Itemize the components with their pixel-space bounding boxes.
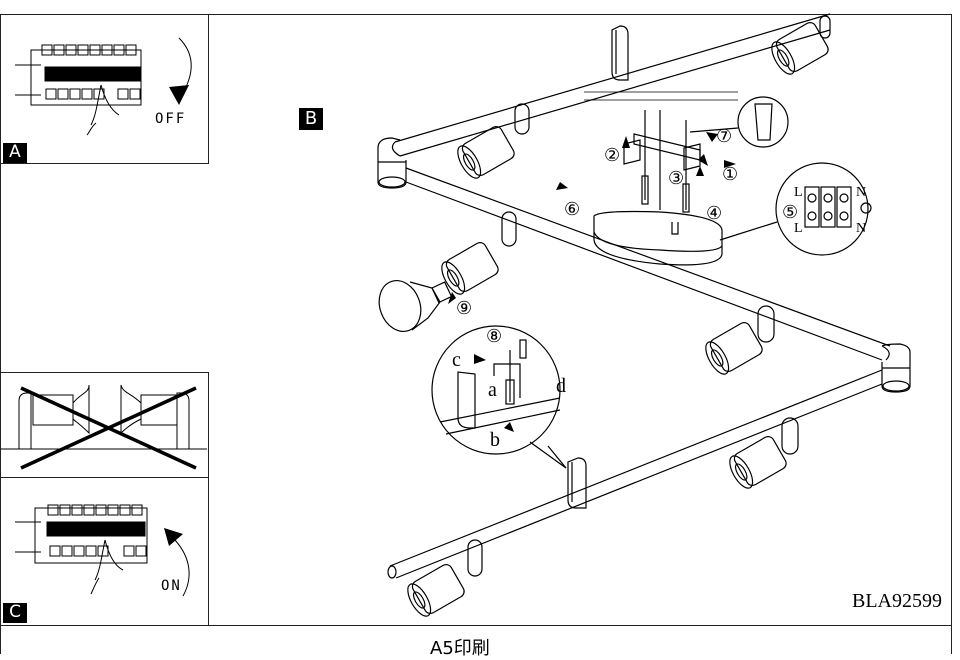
step-5-label: ⑤ xyxy=(782,202,798,222)
spotlight xyxy=(441,242,499,295)
breaker-panel xyxy=(34,507,148,564)
spotlight xyxy=(729,436,787,489)
model-code: BLA92599 xyxy=(852,590,942,612)
step-7-label: ⑦ xyxy=(716,126,732,146)
clamp-label-c: c xyxy=(452,349,461,371)
panel-b-tag: B xyxy=(299,108,323,130)
wall-plug-icon xyxy=(754,103,773,141)
joint-left xyxy=(377,137,407,189)
spotlight xyxy=(705,322,763,375)
middle-arm xyxy=(405,167,911,393)
hand-icon xyxy=(86,84,120,136)
breaker-switches xyxy=(44,66,142,82)
hand-icon xyxy=(90,539,124,595)
spotlight xyxy=(457,126,515,179)
terminal-l-top: L xyxy=(794,185,803,200)
joint-right xyxy=(881,343,911,393)
clamp-detail xyxy=(431,325,561,455)
upper-arm xyxy=(377,13,831,189)
lower-arm xyxy=(387,369,883,579)
step-6-label: ⑥ xyxy=(564,199,580,219)
terminal-block-detail xyxy=(775,162,869,256)
ceiling-hatch xyxy=(584,91,738,101)
spot-body-right xyxy=(140,394,178,426)
step-9-label: ⑨ xyxy=(456,298,472,318)
mounting-bracket xyxy=(623,110,701,213)
panel-incorrect-orientation xyxy=(0,372,209,478)
terminal-block xyxy=(804,186,872,228)
bracket-left xyxy=(18,392,32,449)
panel-a-tag: A xyxy=(3,143,27,163)
mounting-clip xyxy=(567,457,587,509)
step-8-label: ⑧ xyxy=(486,326,502,346)
terminal-n-top: N xyxy=(856,185,866,200)
step-1-label: ① xyxy=(722,164,738,184)
clamp-label-b: b xyxy=(490,429,500,451)
print-format-label: A5印刷 xyxy=(430,638,490,659)
ground-icon xyxy=(860,202,872,214)
panel-c-switch-on: ON C xyxy=(0,477,209,626)
ceiling-canopy xyxy=(593,210,723,266)
terminal-l-bottom: L xyxy=(794,221,803,236)
step-3-label: ③ xyxy=(668,168,684,188)
cross-icon xyxy=(20,386,197,470)
page-frame xyxy=(0,14,952,654)
rotate-arrow-icon xyxy=(174,539,190,597)
switch-off-label: OFF xyxy=(155,111,187,127)
bulb-icon xyxy=(378,280,453,332)
incorrect-spotlight-illustration xyxy=(1,384,207,470)
footer-divider xyxy=(0,625,952,626)
spotlight xyxy=(771,22,829,75)
wall-plug-detail xyxy=(737,96,789,148)
step-4-label: ④ xyxy=(706,203,722,223)
breaker-on-illustration xyxy=(15,504,190,597)
breaker-off-illustration xyxy=(15,37,192,136)
terminal-n-bottom: N xyxy=(856,221,866,236)
direction-arrows xyxy=(448,132,736,432)
mounting-clip xyxy=(611,25,629,81)
clamp-illustration xyxy=(439,339,561,435)
clamp-label-a: a xyxy=(488,379,497,401)
switch-on-label: ON xyxy=(161,578,182,594)
panel-c-tag: C xyxy=(3,603,27,623)
spotlight xyxy=(407,564,465,617)
step-2-label: ② xyxy=(604,145,620,165)
panel-a-switch-off: OFF A xyxy=(0,14,209,164)
clamp-label-d: d xyxy=(556,375,566,397)
